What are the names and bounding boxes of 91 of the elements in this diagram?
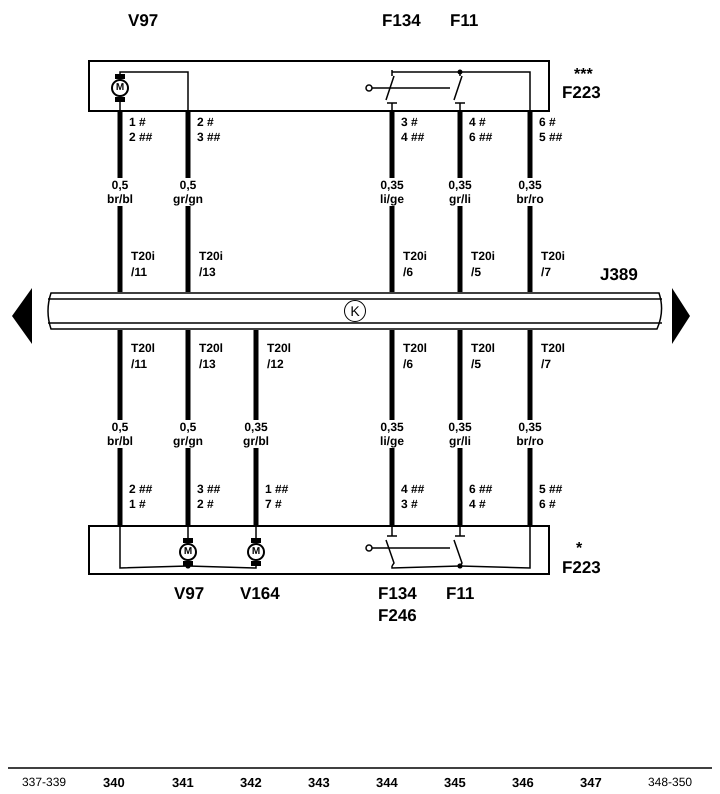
component-label: F246: [378, 607, 417, 626]
page-reference: 344: [376, 776, 398, 790]
connector-label: T20l: [199, 342, 224, 356]
connector-label: /11: [131, 266, 148, 280]
connector-label: /13: [199, 358, 216, 372]
connector-label: /7: [541, 358, 552, 372]
connector-label: T20l: [403, 342, 428, 356]
page-reference: 341: [172, 776, 194, 790]
pin-number: 1 #: [129, 498, 146, 512]
pin-number: 1 #: [129, 116, 146, 130]
page-reference: 348-350: [648, 776, 692, 790]
wire: [391, 106, 393, 112]
pin-number: 4 ##: [401, 131, 424, 144]
wire: [119, 102, 121, 112]
connector-label: /6: [403, 358, 414, 372]
wire: [404, 71, 450, 73]
wire: [528, 330, 532, 525]
wire: [119, 71, 189, 112]
pin-number: 6 ##: [469, 483, 492, 496]
connector-label: /11: [131, 358, 148, 372]
connector-label: T20i: [471, 250, 496, 264]
page-reference: 347: [580, 776, 602, 790]
wire: [404, 547, 450, 549]
page-reference: 345: [444, 776, 466, 790]
wire: [390, 330, 394, 525]
component-label: F134: [382, 12, 421, 31]
pin-number: 5 ##: [539, 131, 562, 144]
page-reference: 342: [240, 776, 262, 790]
motor-letter: M: [182, 546, 194, 557]
connector-label: T20i: [403, 250, 428, 264]
wire: [391, 525, 393, 530]
pin-number: 2 #: [197, 498, 214, 512]
wire: [255, 525, 257, 538]
connector-label: /12: [267, 358, 284, 372]
wire: [458, 525, 531, 569]
wire: [187, 525, 189, 538]
wire: [459, 106, 461, 112]
wire: [186, 330, 190, 525]
connector-label: /6: [403, 266, 414, 280]
page-reference: 340: [103, 776, 125, 790]
pin-number: 6 ##: [469, 131, 492, 144]
pin-number: 5 ##: [539, 483, 562, 496]
footnote-mark: *: [576, 540, 582, 558]
component-label: F223: [562, 559, 601, 578]
page-reference: 337-339: [22, 776, 66, 790]
motor-letter: M: [114, 82, 126, 93]
connector-label: T20l: [471, 342, 496, 356]
wire: [404, 87, 450, 89]
connector-label: /13: [199, 266, 216, 280]
pin-number: 2 ##: [129, 483, 152, 496]
pin-number: 2 #: [197, 116, 214, 130]
pin-number: 6 #: [539, 116, 556, 130]
connector-label: T20i: [541, 250, 566, 264]
wire: [118, 330, 122, 525]
wire: [458, 330, 462, 525]
component-label: V97: [174, 585, 204, 604]
connector-label: T20l: [267, 342, 292, 356]
pin-number: 1 ##: [265, 483, 288, 496]
component-label: F223: [562, 84, 601, 103]
page-reference: 346: [512, 776, 534, 790]
connector-label: T20i: [199, 250, 224, 264]
wire: [472, 71, 531, 112]
pin-number: 4 ##: [401, 483, 424, 496]
pin-number: 3 #: [401, 116, 418, 130]
pin-number: 2 ##: [129, 131, 152, 144]
footnote-mark: ***: [574, 66, 593, 84]
connector-label: /7: [541, 266, 552, 280]
connector-label: T20l: [541, 342, 566, 356]
connector-label: T20l: [131, 342, 156, 356]
component-label: F134: [378, 585, 417, 604]
pin-number: 7 #: [265, 498, 282, 512]
wire: [186, 564, 257, 569]
wire: [254, 330, 258, 525]
pin-number: 3 ##: [197, 483, 220, 496]
component-label: J389: [600, 266, 638, 285]
component-label: V97: [128, 12, 158, 31]
component-label: F11: [450, 12, 478, 31]
pin-number: 3 ##: [197, 131, 220, 144]
wire: [459, 525, 461, 530]
pin-number: 3 #: [401, 498, 418, 512]
component-label: V164: [240, 585, 280, 604]
pin-number: 4 #: [469, 498, 486, 512]
pin-number: 6 #: [539, 498, 556, 512]
connector-label: /5: [471, 266, 482, 280]
motor-letter: M: [250, 546, 262, 557]
circled-letter: K: [344, 300, 366, 322]
pin-number: 4 #: [469, 116, 486, 130]
component-label: F11: [446, 585, 474, 604]
page-reference: 343: [308, 776, 330, 790]
connector-label: T20i: [131, 250, 156, 264]
connector-label: /5: [471, 358, 482, 372]
